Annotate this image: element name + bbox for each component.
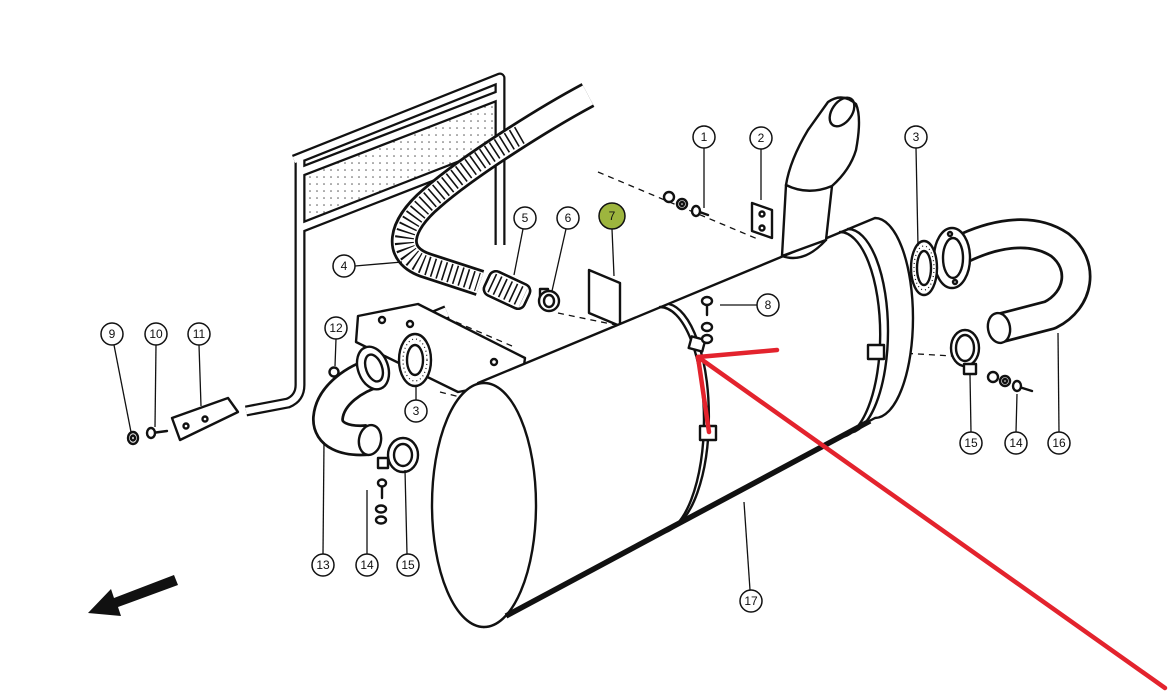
- callout-1: 1: [692, 125, 716, 208]
- callout-13: 13: [311, 441, 335, 577]
- bracket-7: [587, 268, 622, 328]
- hose-4: [390, 83, 595, 296]
- callout-14-right: 14: [1004, 393, 1028, 455]
- callout-7-highlighted: 7: [598, 202, 626, 277]
- callout-14-right-label: 14: [1009, 436, 1023, 450]
- bolt-10: [145, 426, 169, 440]
- callout-3-left-label: 3: [413, 404, 420, 418]
- callout-4-label: 4: [341, 259, 348, 273]
- callout-6-label: 6: [565, 211, 572, 225]
- callout-2-label: 2: [758, 131, 765, 145]
- red-arrow-shaft: [695, 354, 1168, 691]
- callout-17: 17: [739, 501, 763, 613]
- callout-9-label: 9: [109, 327, 116, 341]
- muffler-strap-rear: [838, 227, 890, 439]
- callout-10: 10: [144, 322, 168, 428]
- tailpipe: [780, 96, 861, 260]
- callout-7-label: 7: [609, 209, 616, 223]
- callout-16: 16: [1047, 332, 1071, 455]
- callouts: 1 2 3 4 5 6 7: [100, 125, 1071, 613]
- muffler-front-end: [430, 381, 538, 629]
- red-arrow-head-upper: [695, 347, 780, 360]
- washer-9: [126, 430, 140, 446]
- callout-12: 12: [324, 316, 348, 367]
- callout-12-label: 12: [329, 321, 343, 335]
- callout-5-label: 5: [522, 211, 529, 225]
- muffler-17: [430, 216, 915, 629]
- callout-11: 11: [187, 322, 211, 407]
- callout-5: 5: [513, 206, 537, 276]
- bolt-set-8: [700, 295, 714, 345]
- direction-arrow-icon: [88, 575, 178, 616]
- callout-8-label: 8: [765, 298, 772, 312]
- callout-15-right-label: 15: [964, 436, 978, 450]
- callout-1-label: 1: [701, 130, 708, 144]
- callout-6: 6: [551, 206, 580, 292]
- callout-7-highlight: [598, 202, 626, 230]
- bolt-set-14-left: [374, 478, 388, 525]
- gasket-3-left: [397, 332, 433, 388]
- callout-15-left: 15: [396, 469, 420, 577]
- callout-17-label: 17: [744, 594, 758, 608]
- hose-sleeve-5: [482, 270, 532, 310]
- clamp-15-right: [949, 328, 981, 376]
- callout-15-left-label: 15: [401, 558, 415, 572]
- clip-2: [750, 201, 774, 240]
- exhaust-elbow-16: [932, 218, 1092, 345]
- red-pointer-arrow: [695, 347, 1168, 691]
- callout-15-right: 15: [959, 374, 983, 455]
- frame-panel: [304, 93, 497, 226]
- callout-13-label: 13: [316, 558, 330, 572]
- callout-14-left: 14: [355, 490, 379, 577]
- muffler-bottom-edge: [504, 418, 872, 619]
- red-arrow-head-lower: [695, 354, 712, 435]
- bolt-set-1: [662, 190, 710, 218]
- callout-16-label: 16: [1052, 436, 1066, 450]
- gasket-3-top: [909, 239, 939, 297]
- callout-11-label: 11: [193, 327, 206, 341]
- clamp-15-left: [376, 436, 420, 474]
- bolt-set-14-right: [986, 370, 1034, 393]
- callout-8: 8: [720, 293, 780, 317]
- callout-3-top-label: 3: [913, 130, 920, 144]
- exhaust-elbow-13: [312, 345, 391, 457]
- callout-2: 2: [749, 126, 773, 200]
- nut-12: [328, 366, 340, 378]
- callout-3-top: 3: [904, 125, 928, 247]
- bracket-11: [170, 396, 240, 442]
- callout-9: 9: [100, 322, 132, 433]
- callout-14-left-label: 14: [360, 558, 374, 572]
- callout-3-left: 3: [404, 386, 428, 423]
- callout-10-label: 10: [149, 327, 163, 341]
- callout-4: 4: [332, 254, 403, 278]
- hose-clamp-6: [537, 287, 561, 313]
